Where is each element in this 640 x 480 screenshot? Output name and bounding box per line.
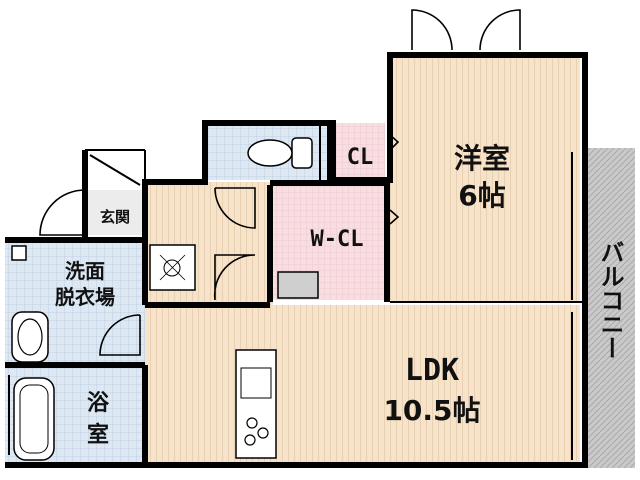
washroom-door	[99, 314, 141, 356]
washroom-label-line1: 洗面	[65, 259, 105, 283]
burner-1	[246, 417, 258, 429]
kitchen-sink	[240, 367, 272, 399]
small-box	[11, 245, 27, 261]
room-labels: 洋室 6帖 LDK 10.5帖 W-CL CL 玄関 洗面 脱衣場 浴 室 バル…	[55, 142, 624, 448]
cl-door	[389, 134, 400, 151]
storage-box	[277, 271, 319, 299]
wcl-label: W-CL	[311, 227, 364, 252]
hall-door-2	[213, 254, 256, 301]
hall-floor-left	[145, 182, 215, 240]
entrance-label: 玄関	[100, 208, 130, 226]
western-room-floor	[390, 57, 580, 302]
entrance-door	[39, 189, 86, 236]
entrance-diag	[89, 154, 141, 186]
burner-3	[244, 434, 256, 446]
burner-2	[257, 427, 269, 439]
wash-basin	[17, 318, 43, 356]
balcony-floor	[585, 148, 635, 468]
washer-drain-center	[163, 259, 181, 277]
bath-label-line1: 浴	[87, 391, 110, 416]
ldk-floor	[145, 305, 580, 465]
bathtub	[13, 377, 55, 461]
balcony-label: バルコニー	[596, 240, 624, 360]
western-room-size: 6帖	[458, 179, 505, 212]
bath-label-line2: 室	[87, 422, 109, 448]
walls	[5, 52, 588, 468]
fixtures	[11, 137, 313, 461]
toilet-tank	[291, 137, 313, 169]
ldk-room-size: 10.5帖	[383, 394, 480, 427]
kitchen-counter	[235, 349, 277, 459]
hall-door-1	[214, 187, 256, 229]
ldk-room-name: LDK	[405, 353, 459, 388]
washroom-label-line2: 脱衣場	[55, 285, 115, 309]
bathtub-inner	[19, 384, 49, 454]
cl-floor	[333, 123, 385, 180]
washer-drain	[159, 254, 186, 281]
cl-label: CL	[347, 145, 374, 170]
western-room-name: 洋室	[454, 142, 510, 175]
top-right-door	[479, 9, 521, 51]
toilet-bowl	[247, 139, 293, 167]
wcl-door	[389, 209, 400, 225]
doors	[8, 9, 573, 460]
top-left-door	[411, 9, 453, 51]
entrance-floor	[85, 190, 145, 235]
